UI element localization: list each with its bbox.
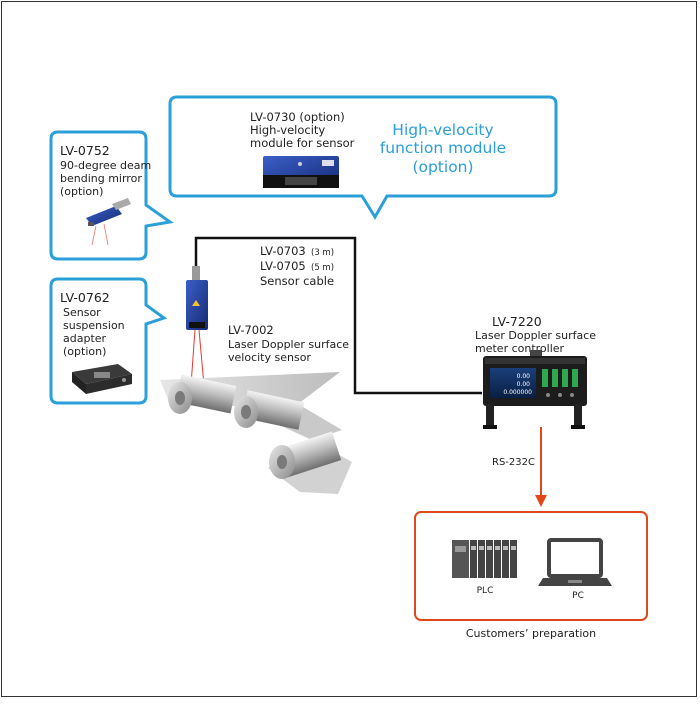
- roller-assembly-image: [160, 372, 352, 494]
- controller-model: LV-7220: [492, 314, 542, 329]
- controller-display-1: 0.00: [517, 373, 531, 380]
- cable-len2: (5 m): [311, 263, 334, 273]
- rs232c-arrow: [535, 427, 547, 507]
- cable-len1: (3 m): [311, 248, 334, 258]
- hv-title-line2: function module: [380, 139, 506, 157]
- high-velocity-callout: LV-0730 (option) High-velocity module fo…: [168, 95, 558, 220]
- cable-model2: LV-0705: [260, 259, 306, 273]
- laser-beam-left: [190, 329, 196, 386]
- pc-label: PC: [572, 591, 584, 601]
- rs232c-label: RS-232C: [492, 457, 535, 468]
- cable-label: Sensor cable: [260, 274, 334, 288]
- mirror-line3: (option): [60, 185, 103, 198]
- laser-beam-right: [198, 329, 205, 386]
- controller-display-2: 0.00: [517, 381, 531, 388]
- adapter-line2: suspension: [63, 319, 125, 332]
- mirror-line2: bending mirror: [60, 172, 142, 185]
- customer-caption: Customers’ preparation: [466, 627, 596, 640]
- pc-icon: [538, 538, 612, 586]
- hv-title-line1: High-velocity: [392, 121, 493, 139]
- controller-line1: Laser Doppler surface: [475, 329, 596, 342]
- sensor-image: [186, 266, 208, 386]
- hv-part-line3: module for sensor: [250, 136, 355, 150]
- adapter-line3: adapter: [63, 332, 107, 345]
- mirror-image: [86, 198, 131, 246]
- sensor-line2: velocity sensor: [228, 351, 311, 364]
- high-velocity-module-image: [263, 156, 339, 188]
- controller-display-3: 0.000000: [503, 389, 532, 396]
- hv-title-line3: (option): [412, 158, 473, 176]
- adapter-line4: (option): [63, 345, 106, 358]
- plc-label: PLC: [477, 586, 494, 596]
- adapter-line1: Sensor: [63, 306, 101, 319]
- hv-part-line2: High-velocity: [250, 123, 325, 137]
- mirror-line1: 90-degree deam: [60, 159, 151, 172]
- cable-model1: LV-0703: [260, 244, 306, 258]
- adapter-model: LV-0762: [60, 290, 110, 305]
- mirror-model: LV-0752: [60, 143, 110, 158]
- controller-line2: meter controller: [475, 342, 565, 355]
- mirror-callout-bubble: [49, 130, 174, 261]
- adapter-image: [72, 364, 132, 394]
- controller-image: 0.00 0.00 0.000000: [483, 350, 587, 429]
- sensor-line1: Laser Doppler surface: [228, 338, 349, 351]
- hv-part-line1: LV-0730 (option): [250, 110, 345, 124]
- sensor-cable: [194, 236, 482, 395]
- sensor-model: LV-7002: [228, 323, 274, 337]
- plc-icon: [452, 540, 517, 578]
- adapter-callout: LV-0762 Sensor suspension adapter (optio…: [49, 277, 168, 405]
- mirror-callout: LV-0752 90-degree deam bending mirror (o…: [49, 130, 174, 261]
